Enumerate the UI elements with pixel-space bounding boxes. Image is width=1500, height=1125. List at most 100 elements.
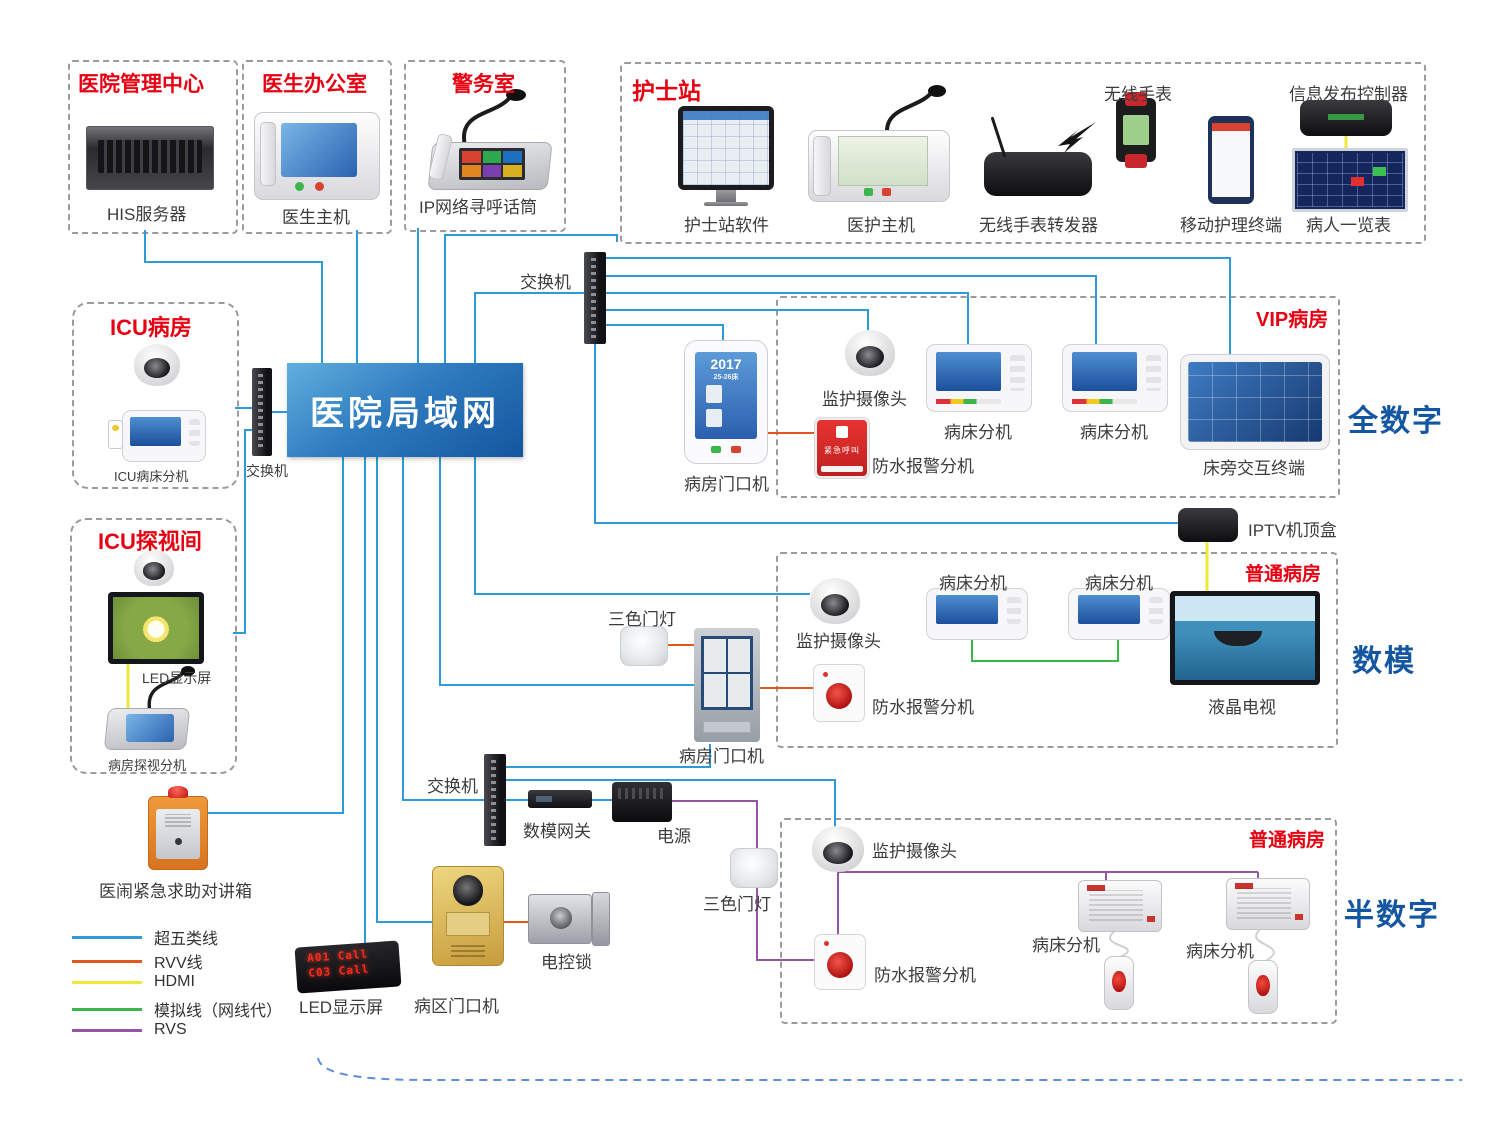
area-door-unit-label: 病区门口机: [414, 997, 499, 1016]
alarm-strip: [821, 466, 863, 472]
button: [731, 446, 741, 453]
icu-visit-led-screen: [108, 592, 204, 664]
alarm-text: 紧急呼叫: [824, 446, 860, 455]
bottom-dashed-curve: [317, 1057, 1462, 1081]
handset: [813, 136, 831, 196]
doctor-host-device: [254, 112, 380, 200]
mobile-terminal-label: 移动护理终端: [1180, 216, 1282, 235]
legend-swatch: [72, 980, 142, 984]
led-display-device: A01 Call C03 Call: [294, 940, 402, 994]
switch-bottom-device: [484, 754, 506, 846]
da-gateway-device: [528, 790, 592, 808]
button: [711, 446, 721, 453]
gooseneck: [461, 89, 526, 148]
camera-lens: [821, 593, 849, 616]
da-tricolor-label: 三色门灯: [608, 610, 676, 629]
screen: [281, 123, 357, 177]
lcd-tv-label: 液晶电视: [1208, 698, 1276, 717]
avatar: [706, 384, 723, 403]
hospital-lan-box: 医院局域网: [287, 363, 523, 457]
group-box-icu-visit: [70, 518, 237, 774]
icu-dome-camera: [134, 344, 180, 386]
vip-waterproof-alarm: 紧急呼叫: [815, 418, 869, 478]
da-tricolor-light: [620, 626, 668, 666]
alarm-icon: [836, 426, 848, 438]
ip-paging-mic-device: [425, 89, 555, 190]
doctor-host-label: 医生主机: [282, 208, 350, 227]
switch-ports: [590, 258, 596, 338]
switch-bottom-label: 交换机: [427, 777, 478, 796]
camera-lens: [823, 841, 853, 864]
watch-strap: [1124, 153, 1148, 168]
semi-pendant-1: [1104, 956, 1134, 1010]
speaker-grille: [451, 945, 485, 958]
legend-label: 模拟线（网线代）: [154, 1003, 283, 1020]
button: [882, 188, 891, 196]
mode-digital-analog: 数模: [1352, 645, 1416, 678]
group-title-police: 警务室: [452, 73, 515, 96]
vip-door-unit-label: 病房门口机: [684, 475, 769, 494]
screen: 2017 25-26床: [694, 351, 758, 439]
medical-host-device: [806, 84, 950, 206]
group-title-normal-da: 普通病房: [1245, 564, 1322, 585]
semi-camera-label: 监护摄像头: [872, 842, 957, 861]
nurse-software-device: [678, 106, 774, 190]
button-grid: [188, 418, 201, 446]
brand-tag: [1087, 885, 1106, 891]
sos-intercom-device: [148, 786, 208, 870]
da-gateway-label: 数模网关: [523, 822, 591, 841]
speaker-grille: [1088, 890, 1143, 921]
name-plate: [703, 720, 751, 733]
bedside-terminal-label: 床旁交互终端: [1203, 459, 1305, 478]
semi-bed-extension-2-label: 病床分机: [1186, 942, 1254, 961]
power-ridges: [618, 787, 666, 799]
intercom-panel: [155, 808, 201, 859]
his-server-device: [86, 126, 214, 190]
legend-swatch: [72, 1028, 142, 1032]
legend-swatch: [72, 959, 142, 963]
electric-lock-side: [592, 892, 610, 946]
iptv-box-device: [1178, 508, 1238, 542]
mode-full-digital: 全数字: [1348, 405, 1444, 438]
legend-item: HDMI: [72, 973, 195, 991]
legend-item: RVV线: [72, 949, 203, 973]
gooseneck: [147, 666, 195, 714]
screen: [838, 136, 928, 186]
legend-label: RVV线: [154, 955, 203, 972]
legend-label: HDMI: [154, 973, 195, 990]
semi-alarm-label: 防水报警分机: [874, 966, 976, 985]
screen: [701, 635, 753, 711]
legend-label: RVS: [154, 1021, 187, 1038]
legend-swatch: [72, 1007, 142, 1011]
da-monitor-camera: [810, 578, 860, 624]
group-box-mgmt: [68, 60, 238, 234]
electric-lock-device: [528, 894, 592, 944]
vip-bed-extension-2-label: 病床分机: [1080, 423, 1148, 442]
monitor-base: [704, 202, 748, 206]
icu-visit-dome-camera: [134, 550, 174, 586]
screen: [936, 352, 1001, 391]
camera-lens: [142, 562, 166, 580]
da-alarm-label: 防水报警分机: [872, 698, 974, 717]
speaker-grille: [164, 813, 192, 827]
vip-bed-extension-1: [926, 344, 1032, 412]
mode-semi-digital: 半数字: [1344, 899, 1440, 932]
button-grid: [1146, 354, 1161, 392]
semi-bed-extension-1: [1078, 880, 1162, 932]
board-cell-red: [1351, 177, 1364, 186]
group-title-doctor: 医生办公室: [262, 73, 367, 96]
phone-screen: [1212, 123, 1250, 197]
medical-host-label: 医护主机: [847, 216, 915, 235]
legend-swatch: [72, 935, 142, 939]
group-title-icu-ward: ICU病房: [110, 315, 192, 340]
group-box-normal-semi: [780, 818, 1337, 1024]
screen: [683, 111, 769, 185]
button-row: [1072, 399, 1137, 405]
icu-visit-led-label: LED显示屏: [142, 670, 212, 686]
da-bed-extension-1-label: 病床分机: [939, 574, 1007, 593]
ward-visit-extension-device: [100, 664, 200, 754]
boat: [1214, 631, 1262, 647]
port-strip: [1327, 114, 1365, 121]
vip-alarm-label: 防水报警分机: [872, 457, 974, 476]
